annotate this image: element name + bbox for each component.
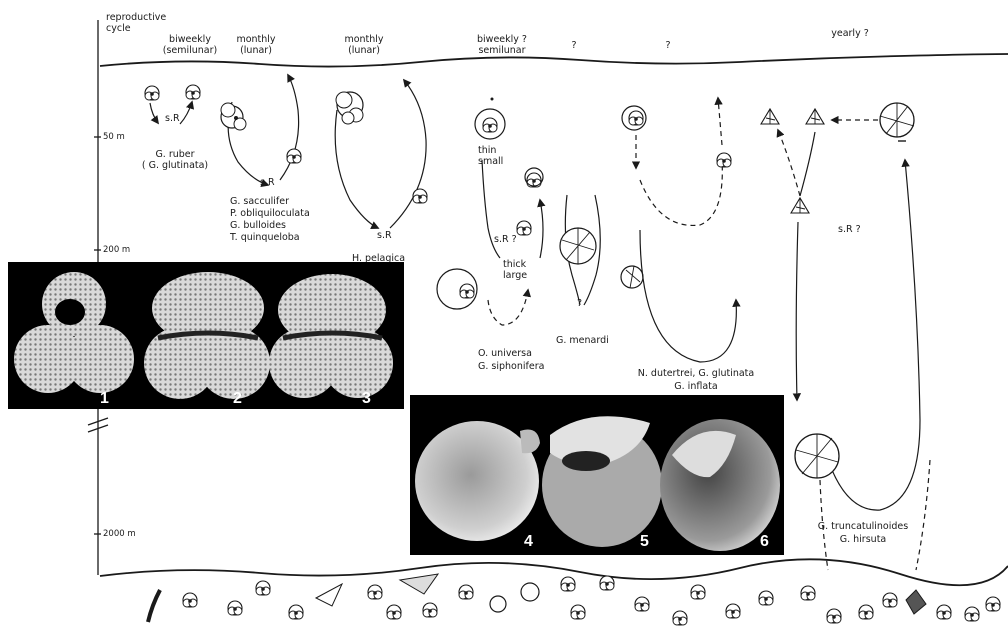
photo-number-5: 5: [640, 533, 649, 551]
photo-number-2: 2: [233, 390, 242, 408]
cycle-header-3: monthly(lunar): [330, 34, 398, 56]
cycle-truncatulinoides: [761, 103, 930, 570]
cycle-header-2: monthly(lunar): [222, 34, 290, 56]
photo-number-6: 6: [760, 533, 769, 551]
cycle-dutertrei: [621, 98, 736, 362]
photo-number-4: 4: [524, 533, 533, 551]
cycle-pelagica: [335, 80, 427, 228]
sea-floor-line: [100, 559, 1008, 585]
cycle-menardi: [560, 195, 600, 305]
species-sacculifer: G. sacculifer P. obliquiloculata G. bull…: [230, 196, 310, 244]
sR-label-truncatulinoides: s.R ?: [838, 224, 861, 235]
cycle-header-5: ?: [564, 40, 584, 51]
question-mark-menardi: ?: [577, 298, 582, 309]
depth-label-2000m: 2000 m: [103, 529, 136, 540]
sediment-shells: [148, 574, 1000, 625]
cycle-header-6: ?: [658, 40, 678, 51]
depth-label-200m: 200 m: [103, 245, 130, 256]
sem-photo-panel-b: 4 5 6: [410, 395, 784, 555]
cycle-header-1: biweekly(semilunar): [148, 34, 232, 56]
sR-label-pelagica: s.R: [377, 230, 392, 241]
species-menardi: G. menardi: [556, 335, 609, 346]
photo-number-1: 1: [100, 390, 109, 408]
sR-label-ruber: s.R: [165, 113, 180, 124]
sem-photo-panel-a: 1 2 3: [8, 262, 404, 409]
sem-photos-1-3: [8, 262, 404, 409]
sem-photos-4-6: [410, 395, 784, 555]
cycle-header-4: biweekly ?semilunar: [462, 34, 542, 56]
axis-title: reproductive cycle: [106, 12, 166, 34]
sR-label-sacculifer: s.R: [260, 177, 275, 188]
cycle-universa: [437, 98, 543, 326]
photo-number-3: 3: [362, 390, 371, 408]
cycle-sacculifer: [221, 75, 301, 185]
cycle-header-7: yearly ?: [815, 28, 885, 39]
species-ruber: G. ruber( G. glutinata): [135, 149, 215, 171]
sR-label-universa: s.R ?: [494, 234, 517, 245]
depth-label-50m: 50 m: [103, 132, 125, 143]
